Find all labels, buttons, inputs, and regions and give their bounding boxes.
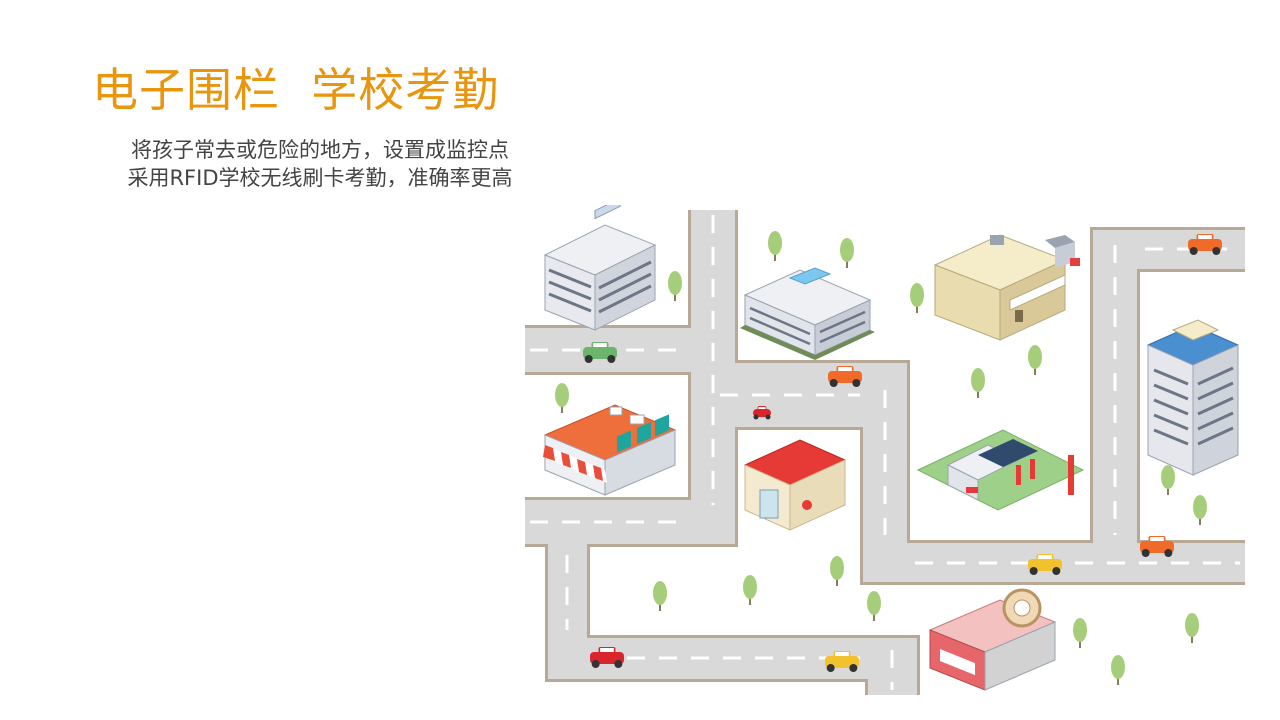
tree-icon (1161, 465, 1175, 495)
hospital-building-icon (933, 234, 1080, 341)
road-network (525, 210, 1245, 695)
tree-icon (1073, 618, 1087, 648)
tree-icon (653, 581, 667, 611)
orange-car-icon (1140, 536, 1174, 557)
red-van-icon (590, 647, 624, 668)
slide-title: 电子围栏 学校考勤 (92, 63, 500, 117)
tree-icon (768, 231, 782, 261)
tree-icon (830, 556, 844, 586)
bakery-building-icon (928, 588, 1057, 691)
tree-icon (867, 591, 881, 621)
trees (555, 231, 1207, 685)
slide-subtitle: 将孩子常去或危险的地方，设置成监控点 采用RFID学校无线刷卡考勤，准确率更高 (100, 136, 540, 192)
orange-car-icon (1188, 234, 1222, 255)
tree-icon (668, 271, 682, 301)
tree-icon (555, 383, 569, 413)
tree-icon (1028, 345, 1042, 375)
orange-car-icon (828, 366, 862, 387)
office-building-icon (543, 205, 657, 331)
tree-icon (1185, 613, 1199, 643)
tree-icon (840, 238, 854, 268)
red-scooter-icon (753, 406, 771, 420)
gas-station-icon (916, 429, 1085, 511)
tree-icon (910, 283, 924, 313)
tower-building-icon (1146, 319, 1240, 476)
yellow-car-icon (1028, 554, 1062, 575)
house-icon (743, 439, 847, 531)
vehicles (583, 234, 1222, 672)
tree-icon (1193, 495, 1207, 525)
green-car-icon (583, 342, 617, 363)
school-building-icon (740, 267, 875, 360)
subtitle-line-2: 采用RFID学校无线刷卡考勤，准确率更高 (127, 166, 513, 190)
city-map-illustration (525, 205, 1245, 695)
yellow-car-icon (825, 651, 859, 672)
tree-icon (1111, 655, 1125, 685)
shop-building-icon (543, 404, 677, 496)
tree-icon (971, 368, 985, 398)
tree-icon (743, 575, 757, 605)
subtitle-line-1: 将孩子常去或危险的地方，设置成监控点 (131, 138, 509, 162)
